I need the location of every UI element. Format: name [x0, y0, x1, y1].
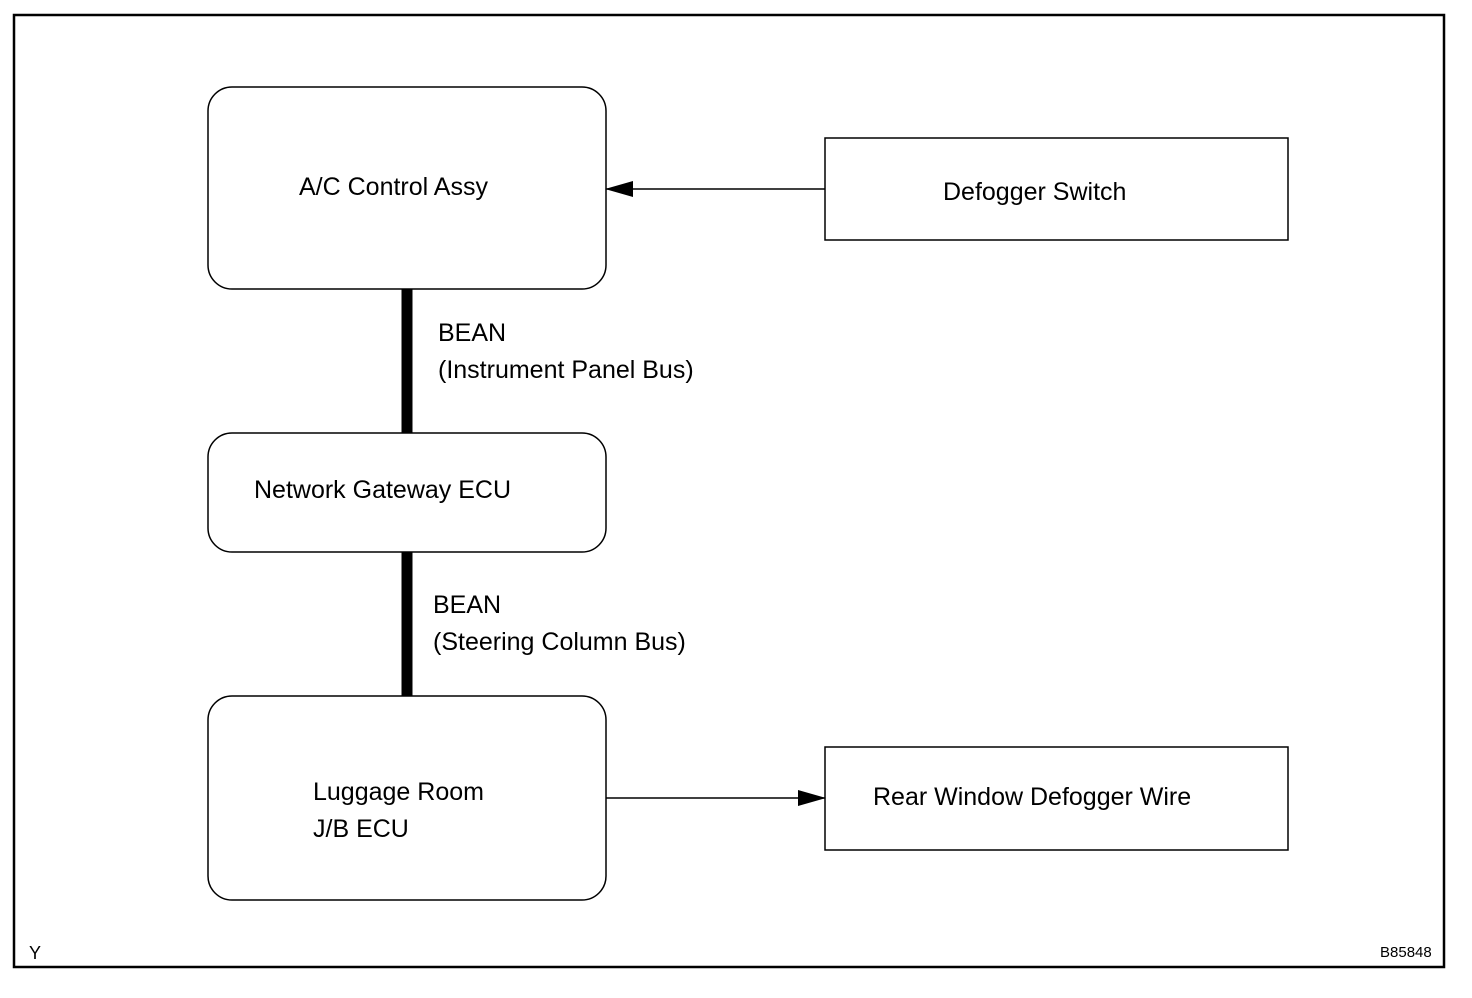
diagram-frame [12, 13, 1446, 969]
steering-bus-label-line1: BEAN [433, 591, 502, 619]
corner-mark-left: Y [29, 943, 42, 963]
figure-id: B85848 [1380, 944, 1432, 961]
gateway-ecu-label: Network Gateway ECU [254, 476, 512, 504]
instrument-bus-label-line2: (Instrument Panel Bus) [438, 356, 694, 384]
ac-control-label: A/C Control Assy [299, 173, 488, 201]
luggage-ecu-label-line1: Luggage Room [313, 778, 484, 806]
steering-bus-label-line2: (Steering Column Bus) [433, 628, 686, 656]
instrument-bus-label-line1: BEAN [438, 319, 507, 347]
luggage-ecu-label-line2: J/B ECU [313, 815, 409, 843]
defogger-switch-label: Defogger Switch [943, 178, 1127, 206]
rear-defogger-label: Rear Window Defogger Wire [873, 783, 1192, 811]
